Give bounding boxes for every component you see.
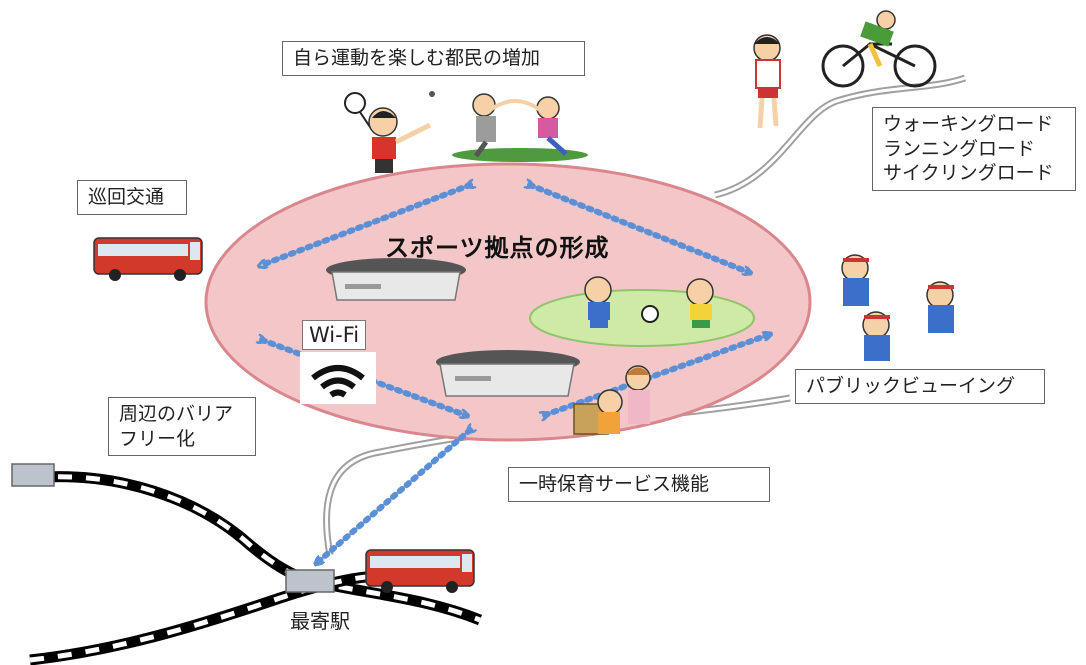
stadium-icon [326,258,580,397]
soccer-kids-icon [529,276,755,347]
citizens-label: 自ら運動を楽しむ都民の増加 [282,41,585,76]
circulation-label: 巡回交通 [77,180,187,215]
roads-label: ウォーキングロード ランニングロード サイクリングロード [872,107,1076,192]
cyclist-icon [821,10,937,88]
hub-title: スポーツ拠点の形成 [385,234,610,262]
badminton-icon [344,91,435,173]
cheering-fans-icon [841,254,954,361]
station-label: 最寄駅 [290,609,350,633]
bus-icon [93,237,475,593]
stretching-icon [452,93,588,162]
runner-icon [753,34,781,129]
wifi-label: Wi-Fi [302,320,367,350]
childcare-icon [573,365,651,435]
wifi-icon [300,352,376,404]
childcare-label: 一時保育サービス機能 [508,467,770,502]
public-viewing-label: パブリックビューイング [795,369,1045,404]
train-track-icon [11,463,483,665]
barrier-free-label: 周辺のバリア フリー化 [108,397,256,457]
